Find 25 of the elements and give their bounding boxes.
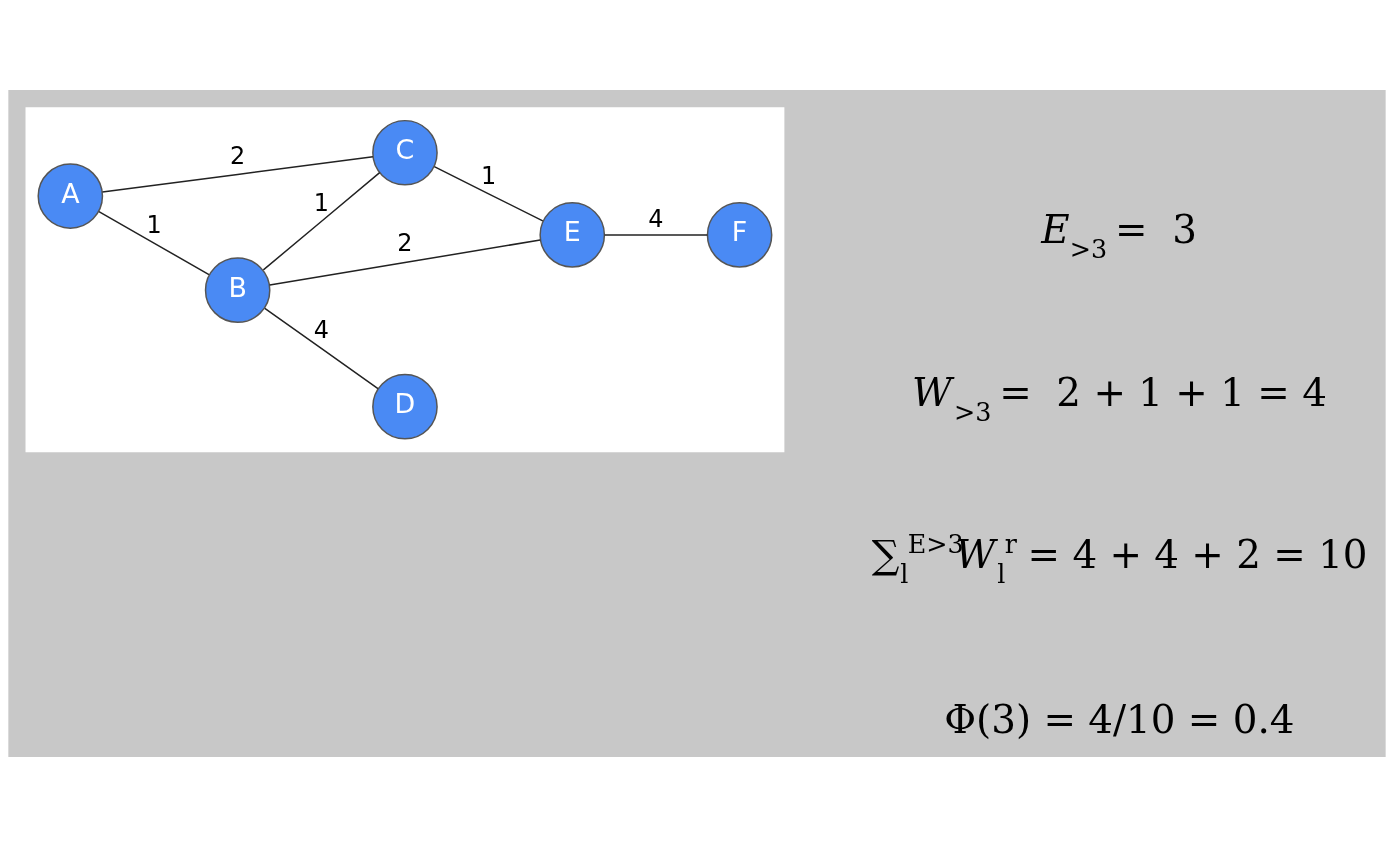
node-circle: F [706,202,773,268]
node-circle: B [204,257,271,324]
edge-label: 1 [481,161,497,190]
connector [101,156,374,193]
connector [269,239,541,286]
edge-label: 4 [648,205,664,234]
connector [603,234,709,236]
connector [264,307,379,390]
node-circle: C [372,119,438,186]
edge-label: 2 [230,142,246,171]
label: E$_{>3}$ = 3 [1041,206,1197,264]
cluster [25,107,785,453]
edge-label: 1 [146,211,162,240]
connector [262,171,381,271]
node-circle: E [539,202,606,268]
label: W$_{>3}$ = 2 + 1 + 1 = 4 [912,369,1327,427]
node-circle: A [37,163,104,229]
node-circle: D [372,373,438,440]
connector [98,210,210,276]
edge-label: 4 [313,315,329,344]
connector [433,165,544,222]
edge-label: 2 [397,229,413,258]
label: ∑$_{l}$$^{E>3}$W$_{l}$$^{r}$ = 4 + 4 + 2 = 10 [871,529,1368,590]
edge-label: 1 [313,188,329,217]
label: Φ(3) = 4/10 = 0.4 [944,696,1295,742]
